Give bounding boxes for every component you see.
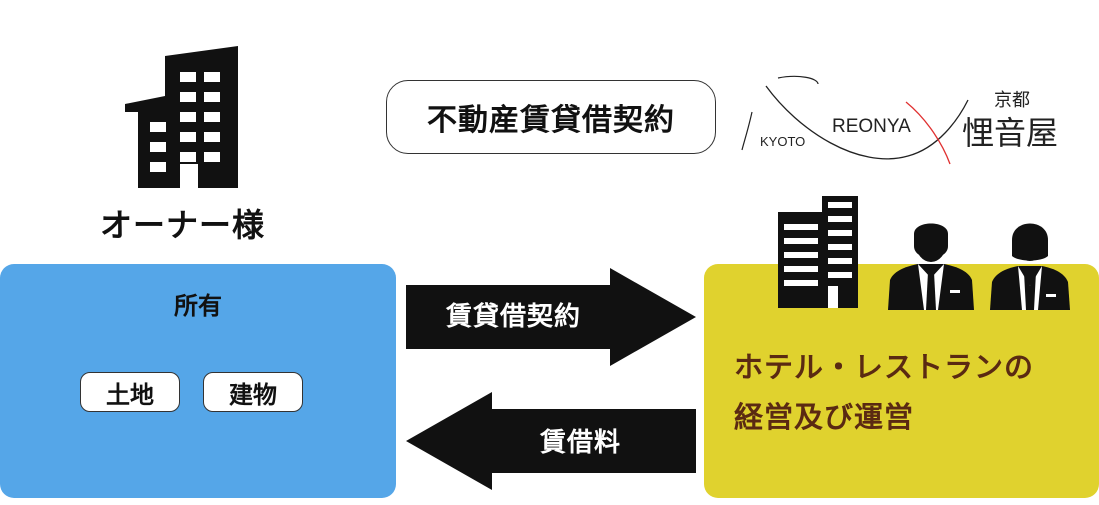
businessman-icon <box>888 223 974 310</box>
logo-middle-text: REONYA <box>832 116 911 137</box>
logo-right-small: 京都 <box>994 90 1030 111</box>
owner-box: 所有 土地 建物 <box>0 264 396 498</box>
land-chip: 土地 <box>80 372 180 412</box>
rent-label: 賃借料 <box>540 428 622 458</box>
arrow-right <box>406 268 696 366</box>
operator-line-1: ホテル・レストランの <box>734 350 1035 384</box>
building-chip: 建物 <box>203 372 303 412</box>
logo-left-text: KYOTO <box>760 134 805 149</box>
lease-contract-label: 賃貸借契約 <box>446 302 582 332</box>
hotel-building-icon <box>778 196 858 308</box>
operator-line-2: 経営及び運営 <box>734 400 915 434</box>
logo-right-large: 悝音屋 <box>962 114 1058 152</box>
contract-title: 不動産賃貸借契約 <box>386 80 716 154</box>
office-building-icon <box>125 46 238 188</box>
ownership-label: 所有 <box>174 292 222 320</box>
arrow-left <box>406 392 696 490</box>
reonya-logo: KYOTO REONYA 京都 悝音屋 <box>741 75 1058 165</box>
operator-text: ホテル・レストランの 経営及び運営 <box>734 342 1034 442</box>
owner-label: オーナー様 <box>100 206 266 244</box>
businesswoman-icon <box>990 223 1070 310</box>
